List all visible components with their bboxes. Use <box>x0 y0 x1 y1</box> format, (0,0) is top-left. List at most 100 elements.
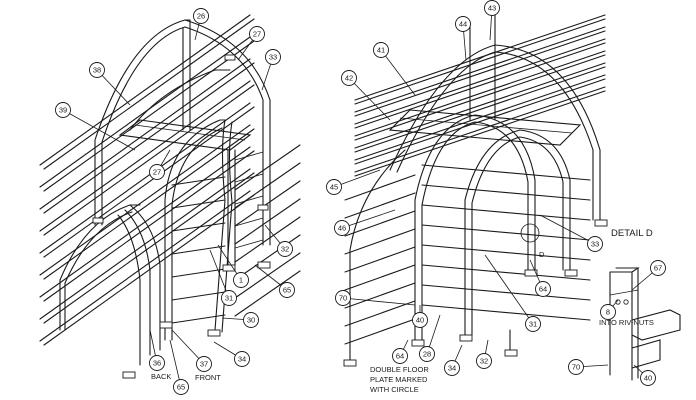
callout-number: 45 <box>330 183 338 192</box>
callout-number: 31 <box>225 294 233 303</box>
left-back-arch <box>94 19 191 226</box>
callout-circle <box>444 360 460 376</box>
detail-bracket <box>631 309 681 341</box>
purlin <box>354 66 606 153</box>
left-rear-arch <box>184 19 271 246</box>
callout-number: 8 <box>606 308 610 317</box>
callout-circle <box>196 356 212 372</box>
callout-circle <box>587 236 603 252</box>
detail-callout-70: 70 <box>568 359 584 375</box>
rung <box>171 314 226 324</box>
callout-number: 39 <box>59 106 67 115</box>
side-purlin <box>234 198 301 245</box>
left-lower-arch-right-3 <box>117 214 141 366</box>
side-purlin <box>344 264 416 291</box>
purlin <box>43 106 255 258</box>
callout-circle <box>326 179 342 195</box>
leader-line <box>62 109 136 151</box>
callout-circle <box>149 355 165 371</box>
callout-number: 41 <box>377 46 385 55</box>
callout-number: 70 <box>572 363 580 372</box>
callout-circle <box>243 312 259 328</box>
side-purlin <box>344 282 416 309</box>
purlin <box>43 128 255 280</box>
purlin <box>39 190 251 342</box>
left-frame <box>39 14 301 379</box>
callout-number: 33 <box>269 53 277 62</box>
callout-number: 34 <box>238 355 246 364</box>
left-base-plate <box>92 217 104 224</box>
callout-number: 31 <box>529 320 537 329</box>
side-rail <box>234 173 264 183</box>
right-base-plate <box>504 349 518 357</box>
purlin <box>43 150 255 302</box>
callout-number: 1 <box>239 276 243 285</box>
side-rail <box>234 217 264 227</box>
callout-circle <box>55 102 71 118</box>
left-callout-32: 32 <box>277 241 293 257</box>
left-base-plate <box>207 329 221 337</box>
right-front-rungs <box>421 164 591 321</box>
side-purlin <box>344 300 416 327</box>
purlin <box>354 90 606 177</box>
left-base-plate <box>224 54 236 61</box>
left-back-arch-inner <box>101 26 186 226</box>
left-base-plate <box>159 321 173 329</box>
double-floor-label-line-3: WITH CIRCLE <box>370 385 419 394</box>
rung <box>171 222 226 232</box>
right-base-plate <box>343 359 357 367</box>
right-header-beam <box>388 109 582 146</box>
left-callout-38: 38 <box>89 62 105 78</box>
callout-number: 30 <box>247 316 255 325</box>
left-callout-65: 65 <box>279 282 295 298</box>
callout-circle <box>279 282 295 298</box>
callout-circle <box>193 8 209 24</box>
right-callout-28: 28 <box>419 346 435 362</box>
right-mid-arch-inner <box>471 136 564 336</box>
right-callout-31: 31 <box>525 316 541 332</box>
right-callout-64: 64 <box>392 348 408 364</box>
purlin <box>354 62 606 149</box>
callout-circle <box>525 316 541 332</box>
side-purlin <box>344 246 416 273</box>
purlin <box>39 80 251 232</box>
right-base-plate <box>524 269 538 277</box>
callout-circle <box>221 290 237 306</box>
side-purlin <box>344 210 416 237</box>
right-frame: D <box>343 9 608 367</box>
callout-circle <box>173 379 189 395</box>
left-front-arch-right-inner <box>221 121 233 333</box>
purlin <box>43 40 255 192</box>
right-callout-32: 32 <box>476 353 492 369</box>
callout-number: 27 <box>153 168 161 177</box>
left-callout-36: 36 <box>149 355 165 371</box>
right-callout-34: 34 <box>444 360 460 376</box>
detail-d-title: DETAIL D <box>611 228 653 239</box>
right-callout-41: 41 <box>373 42 389 58</box>
callout-circle <box>455 16 471 32</box>
left-callout-26: 26 <box>193 8 209 24</box>
left-mid-arch <box>129 69 231 131</box>
callout-circle <box>373 42 389 58</box>
purlin <box>354 50 606 137</box>
side-purlin <box>344 174 416 201</box>
side-rail <box>234 239 264 249</box>
left-front-arch-left-inner <box>171 127 223 341</box>
rung <box>421 224 591 241</box>
right-callout-44: 44 <box>455 16 471 32</box>
callout-number: 32 <box>281 245 289 254</box>
purlin <box>43 62 255 214</box>
leader-line <box>209 249 230 299</box>
left-front-arch-left <box>164 119 226 341</box>
callout-circle <box>233 272 249 288</box>
left-callout-37: 37 <box>196 356 212 372</box>
side-rail <box>234 151 264 161</box>
purlin <box>43 18 255 170</box>
right-base-plate <box>594 219 608 227</box>
left-roof-purlins <box>39 14 301 346</box>
side-purlin <box>234 144 301 191</box>
side-purlin <box>344 318 416 345</box>
back-label: BACK <box>151 372 171 381</box>
